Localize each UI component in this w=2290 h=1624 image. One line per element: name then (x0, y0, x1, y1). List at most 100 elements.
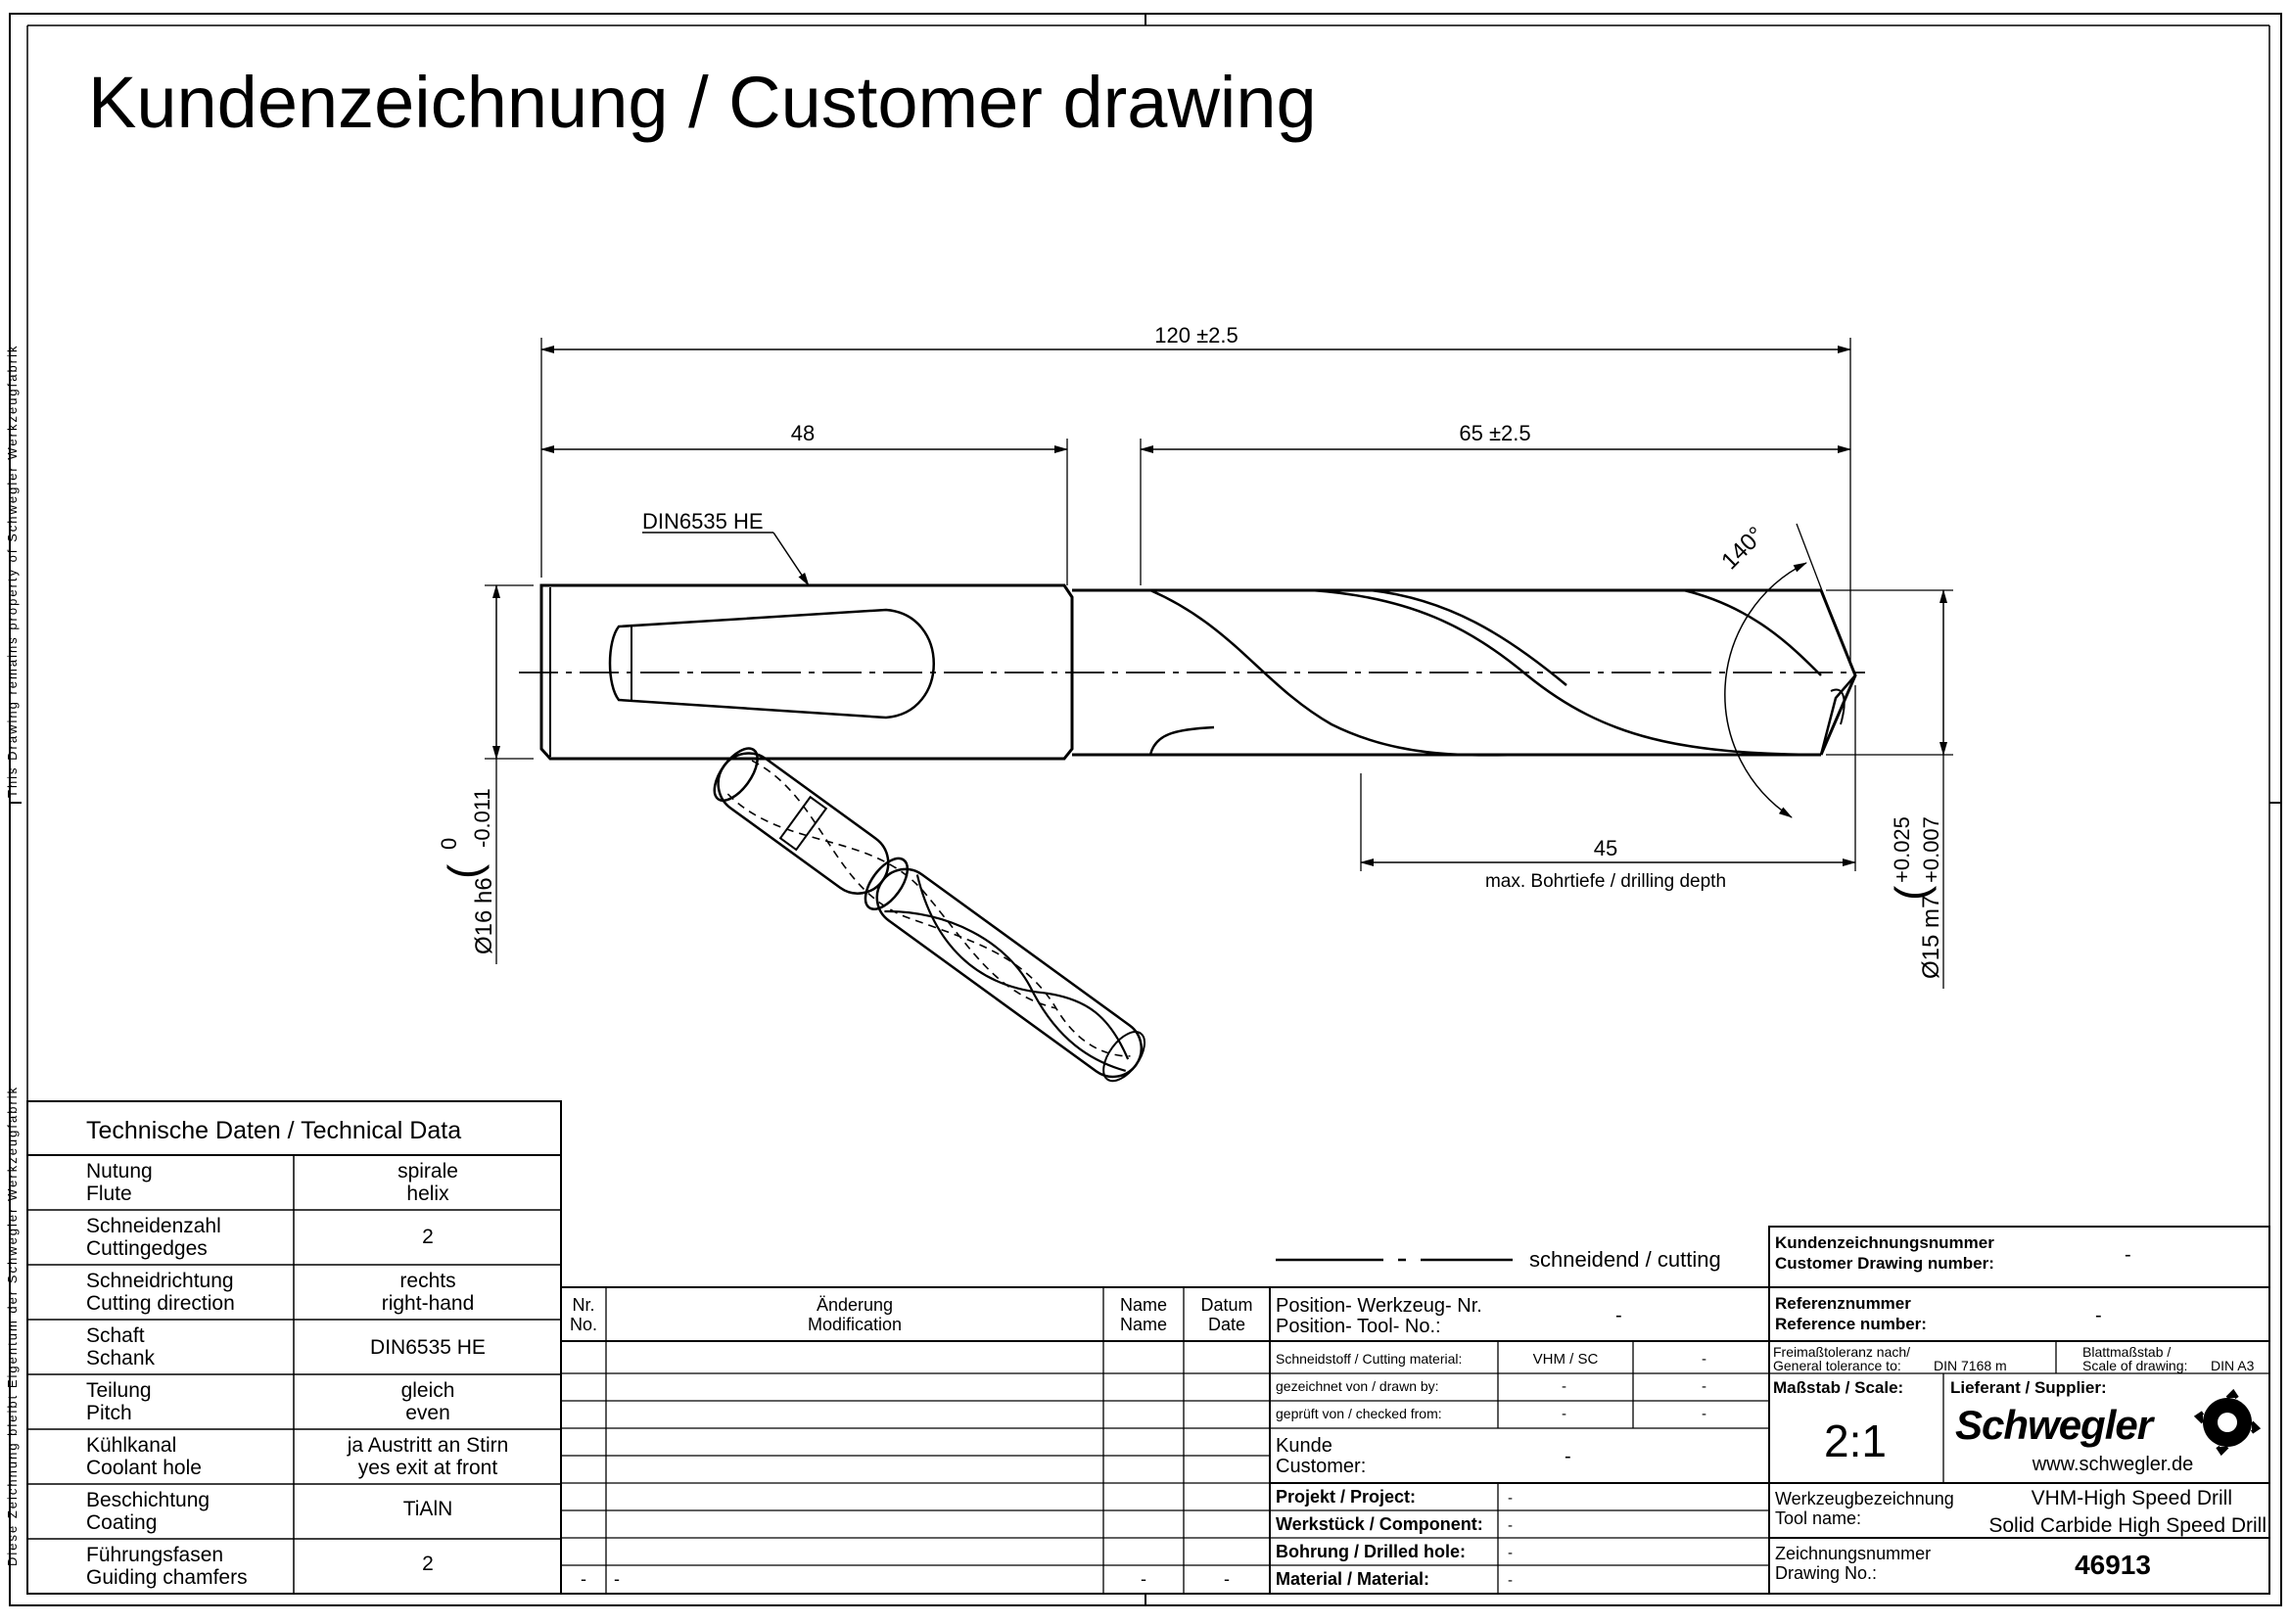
side-note-bottom: Diese Zeichnung bleibt Eigentum der Schw… (5, 1086, 20, 1566)
tool-de: Werkzeugbezeichnung (1775, 1489, 1954, 1508)
side-note-top: This Drawing remains property of Schwegl… (5, 345, 20, 798)
tol-de: Freimaßtoleranz nach/ (1773, 1344, 1910, 1360)
tech-row-en: Cuttingedges (86, 1237, 208, 1260)
tech-row-v2: helix (406, 1183, 449, 1205)
rev-dash: - (614, 1569, 620, 1589)
sheet-value: DIN A3 (2211, 1358, 2255, 1373)
page-title: Kundenzeichnung / Customer drawing (88, 62, 1317, 143)
customer-en: Customer: (1276, 1456, 1366, 1477)
dia-drill: Ø15 m7 (1918, 896, 1944, 979)
customer-value: - (1565, 1446, 1571, 1467)
tech-row-v2: yes exit at front (358, 1457, 498, 1479)
tol-shank-lower: -0.011 (470, 788, 494, 848)
dim-shank: 48 (791, 421, 815, 445)
position-en: Position- Tool- No.: (1276, 1316, 1441, 1337)
customer-de: Kunde (1276, 1435, 1332, 1457)
drill-iso-view (713, 747, 1146, 1083)
tol-shank-upper: 0 (437, 838, 461, 850)
tech-row-de: Teilung (86, 1379, 152, 1402)
dia-shank: Ø16 h6 (471, 877, 497, 954)
rev-nr-de: Nr. (572, 1295, 594, 1315)
saw-blade-icon (2193, 1388, 2262, 1457)
tech-row-en: Guiding chamfers (86, 1566, 248, 1589)
mat-label: Material / Material: (1276, 1569, 1429, 1589)
position-value: - (1615, 1305, 1622, 1326)
scale-value: 2:1 (1824, 1415, 1887, 1466)
rev-dash: - (1224, 1569, 1230, 1589)
material-dash: - (1702, 1351, 1706, 1368)
ref-en: Reference number: (1775, 1315, 1927, 1333)
tech-row-en: Flute (86, 1183, 132, 1205)
tech-row-de: Beschichtung (86, 1489, 210, 1511)
cust-no-en: Customer Drawing number: (1775, 1254, 1994, 1273)
tol-bracket-drill: ( (1886, 885, 1937, 901)
logo-text: Schwegler (1955, 1402, 2156, 1448)
tech-header: Technische Daten / Technical Data (86, 1117, 461, 1144)
tech-row-v2: right-hand (382, 1292, 475, 1315)
tol-en: General tolerance to: (1773, 1358, 1901, 1373)
rev-date-en: Date (1208, 1315, 1245, 1334)
drawn-dash: - (1562, 1378, 1566, 1395)
tech-row-de: Führungsfasen (86, 1544, 223, 1566)
supplier-label: Lieferant / Supplier: (1950, 1378, 2107, 1397)
tech-row-en: Schank (86, 1347, 156, 1369)
material-value: VHM / SC (1533, 1351, 1599, 1368)
position-de: Position- Werkzeug- Nr. (1276, 1295, 1482, 1317)
info-block: Position- Werkzeug- Nr. Position- Tool- … (1269, 1286, 1770, 1595)
tech-row-v1: spirale (397, 1160, 458, 1183)
tech-row-v1: 2 (422, 1553, 434, 1575)
tol-bracket-shank: ( (439, 863, 490, 879)
tech-row-v1: TiAlN (403, 1498, 453, 1520)
rev-name-de: Name (1120, 1295, 1167, 1315)
tool-value1: VHM-High Speed Drill (2032, 1487, 2232, 1509)
component-label: Werkstück / Component: (1276, 1514, 1483, 1534)
mat-dash: - (1508, 1572, 1513, 1589)
material-label: Schneidstoff / Cutting material: (1276, 1351, 1462, 1367)
tech-row-v1: 2 (422, 1226, 434, 1248)
cust-no-value: - (2125, 1244, 2131, 1266)
project-label: Projekt / Project: (1276, 1487, 1416, 1507)
tech-row-de: Schneidenzahl (86, 1215, 221, 1237)
drill-side-view (519, 583, 1865, 761)
drawn-label: gezeichnet von / drawn by: (1276, 1378, 1439, 1394)
ref-value: - (2095, 1305, 2102, 1326)
checked-label: geprüft von / checked from: (1276, 1406, 1442, 1421)
hole-dash: - (1508, 1545, 1513, 1561)
rev-nr-en: No. (570, 1315, 597, 1334)
sheet-en: Scale of drawing: (2082, 1358, 2187, 1373)
tech-row-en: Pitch (86, 1402, 132, 1424)
depth-caption: max. Bohrtiefe / drilling depth (1485, 871, 1726, 892)
angle-label: 140° (1716, 522, 1769, 575)
sheet-de: Blattmaßstab / (2082, 1344, 2171, 1360)
tech-row-v1: rechts (399, 1270, 455, 1292)
tol-value: DIN 7168 m (1934, 1358, 2007, 1373)
cust-no-de: Kundenzeichnungsnummer (1775, 1233, 1994, 1252)
tool-value2: Solid Carbide High Speed Drill (1988, 1514, 2267, 1537)
ref-de: Referenznummer (1775, 1294, 1911, 1313)
project-dash: - (1508, 1490, 1513, 1507)
rev-dash: - (581, 1569, 586, 1589)
revision-table: Nr. No. Änderung Modification Name Name … (560, 1286, 1271, 1595)
rev-date-de: Datum (1200, 1295, 1252, 1315)
component-dash: - (1508, 1517, 1513, 1534)
tol-drill-lower: +0.007 (1919, 816, 1943, 883)
tech-row-en: Coating (86, 1511, 157, 1534)
dim-cutting: 65 ±2.5 (1459, 421, 1530, 445)
rev-mod-en: Modification (808, 1315, 902, 1334)
tech-row-de: Schaft (86, 1324, 145, 1347)
dim-total: 120 ±2.5 (1154, 323, 1238, 348)
drawn-dash2: - (1702, 1378, 1706, 1395)
tool-en: Tool name: (1775, 1508, 1861, 1528)
rev-name-en: Name (1120, 1315, 1167, 1334)
tech-row-en: Coolant hole (86, 1457, 202, 1479)
tech-row-en: Cutting direction (86, 1292, 235, 1315)
dimensions: 120 ±2.5 48 65 ±2.5 45 max. Bohrtiefe / … (437, 323, 1953, 989)
tech-row-de: Kühlkanal (86, 1434, 176, 1457)
rev-mod-de: Änderung (817, 1295, 893, 1315)
rev-dash: - (1141, 1569, 1146, 1589)
dim-depth: 45 (1594, 836, 1617, 860)
tech-row-v1: ja Austritt an Stirn (347, 1434, 509, 1457)
supplier-logo: Schwegler www.schwegler.de (1955, 1388, 2262, 1475)
tech-row-v2: even (405, 1402, 450, 1424)
